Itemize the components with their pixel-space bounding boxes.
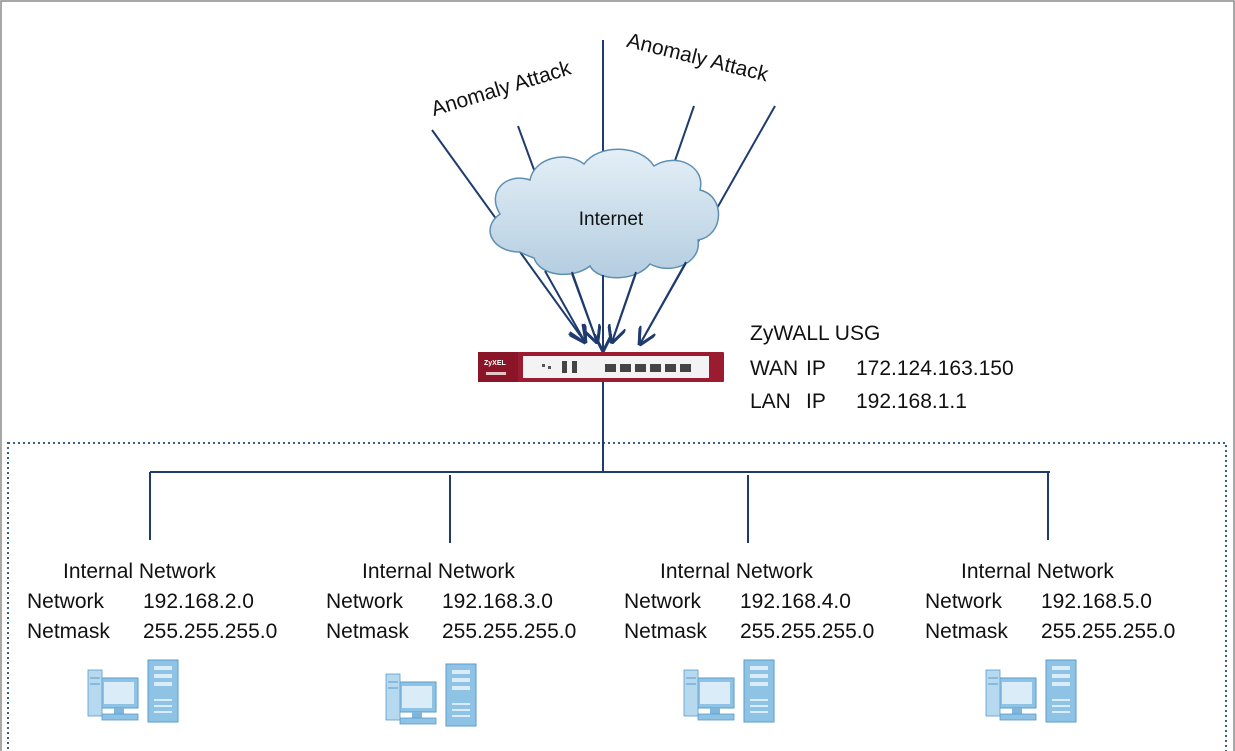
wan-ip-key: IP (806, 357, 826, 380)
internet-cloud-icon (489, 148, 720, 279)
network-key: Network (326, 590, 404, 613)
lan-ip-value: 192.168.1.1 (856, 390, 967, 413)
network-value: 192.168.5.0 (1041, 590, 1152, 613)
device-name: ZyWALL USG (750, 322, 880, 345)
network-block-4: Internal Network Network 192.168.5.0 Net… (925, 560, 1175, 723)
network-block-1: Internal Network Network 192.168.2.0 Net… (27, 560, 277, 723)
lan-ip-key: IP (806, 390, 826, 413)
network-title: Internal Network (63, 560, 216, 583)
lan-key: LAN (750, 390, 791, 413)
network-title: Internal Network (961, 560, 1114, 583)
lan-boundary (7, 442, 1227, 751)
internet-label: Internet (579, 209, 644, 230)
network-title: Internal Network (660, 560, 813, 583)
netmask-key: Netmask (27, 620, 110, 643)
svg-text:ZyXEL: ZyXEL (484, 360, 507, 367)
netmask-key: Netmask (624, 620, 707, 643)
computer-icon (87, 659, 179, 723)
zywall-usg-device-icon: ZyXEL (478, 352, 724, 382)
network-value: 192.168.4.0 (740, 590, 851, 613)
wan-ip-value: 172.124.163.150 (856, 357, 1014, 380)
network-title: Internal Network (362, 560, 515, 583)
netmask-value: 255.255.255.0 (143, 620, 277, 643)
network-value: 192.168.2.0 (143, 590, 254, 613)
network-key: Network (624, 590, 702, 613)
netmask-key: Netmask (326, 620, 409, 643)
netmask-value: 255.255.255.0 (1041, 620, 1175, 643)
netmask-value: 255.255.255.0 (740, 620, 874, 643)
netmask-value: 255.255.255.0 (442, 620, 576, 643)
wan-key: WAN (750, 357, 798, 380)
network-key: Network (925, 590, 1003, 613)
network-block-3: Internal Network Network 192.168.4.0 Net… (624, 560, 874, 723)
network-key: Network (27, 590, 105, 613)
computer-icon (683, 659, 775, 723)
computer-icon (385, 663, 477, 727)
attack-label-right: Anomaly Attack (625, 29, 771, 86)
computer-icon (985, 659, 1077, 723)
network-block-2: Internal Network Network 192.168.3.0 Net… (326, 560, 576, 727)
network-value: 192.168.3.0 (442, 590, 553, 613)
lan-links (149, 382, 1050, 543)
attack-arrows (544, 261, 687, 350)
netmask-key: Netmask (925, 620, 1008, 643)
attack-label-left: Anomaly Attack (429, 56, 575, 120)
